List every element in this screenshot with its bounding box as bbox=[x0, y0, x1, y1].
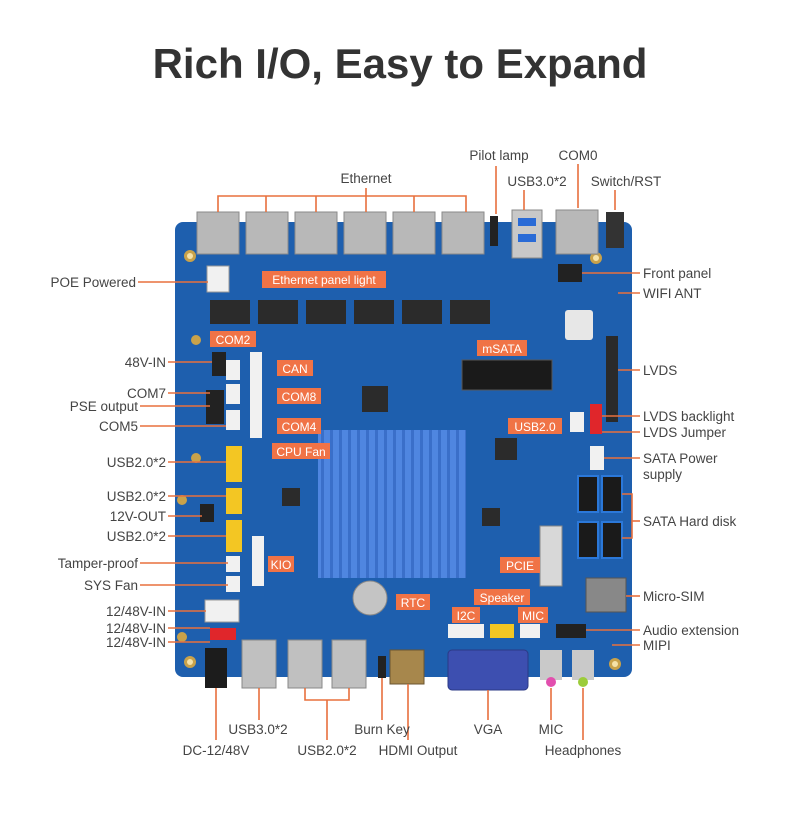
label-headphones: Headphones bbox=[545, 743, 622, 758]
label-ethernet: Ethernet bbox=[340, 171, 391, 186]
svg-text:MIC: MIC bbox=[522, 609, 544, 623]
label-front-panel: Front panel bbox=[643, 266, 711, 281]
onboard-tags: Ethernet panel light COM2 mSATA CAN COM8… bbox=[210, 271, 562, 623]
svg-text:KIO: KIO bbox=[271, 558, 292, 572]
tag-com8: COM8 bbox=[277, 388, 321, 404]
label-hdmi-output: HDMI Output bbox=[379, 743, 458, 758]
label-lvds: LVDS bbox=[643, 363, 677, 378]
label-com5: COM5 bbox=[99, 419, 138, 434]
tag-cpu-fan: CPU Fan bbox=[272, 443, 330, 459]
label-vga: VGA bbox=[474, 722, 503, 737]
label-burn-key: Burn Key bbox=[354, 722, 410, 737]
label-lvds-backlight: LVDS backlight bbox=[643, 409, 735, 424]
svg-text:I2C: I2C bbox=[457, 609, 476, 623]
label-12v-out: 12V-OUT bbox=[110, 509, 166, 524]
tag-usb20: USB2.0 bbox=[508, 418, 562, 434]
tag-kio: KIO bbox=[268, 556, 294, 572]
label-usb20-left-2: USB2.0*2 bbox=[107, 489, 166, 504]
svg-text:CPU Fan: CPU Fan bbox=[276, 445, 325, 459]
svg-text:COM2: COM2 bbox=[216, 333, 251, 347]
ethernet-ports bbox=[196, 211, 485, 255]
label-1248v-in-1: 12/48V-IN bbox=[106, 604, 166, 619]
label-lvds-jumper: LVDS Jumper bbox=[643, 425, 727, 440]
page-title: Rich I/O, Easy to Expand bbox=[152, 40, 648, 87]
tag-speaker: Speaker bbox=[474, 589, 530, 605]
label-usb20-left-1: USB2.0*2 bbox=[107, 455, 166, 470]
label-audio-extension: Audio extension bbox=[643, 623, 739, 638]
label-supply: supply bbox=[643, 467, 682, 482]
label-pse-output: PSE output bbox=[70, 399, 139, 414]
label-micro-sim: Micro-SIM bbox=[643, 589, 705, 604]
svg-text:CAN: CAN bbox=[282, 362, 307, 376]
label-sys-fan: SYS Fan bbox=[84, 578, 138, 593]
svg-text:RTC: RTC bbox=[401, 596, 426, 610]
label-com0: COM0 bbox=[558, 148, 597, 163]
label-sata-power: SATA Power bbox=[643, 451, 718, 466]
label-mipi: MIPI bbox=[643, 638, 671, 653]
tag-msata: mSATA bbox=[477, 340, 527, 356]
label-wifi-ant: WIFI ANT bbox=[643, 286, 702, 301]
svg-text:Speaker: Speaker bbox=[480, 591, 525, 605]
label-usb30-top: USB3.0*2 bbox=[507, 174, 566, 189]
svg-text:USB2.0: USB2.0 bbox=[514, 420, 556, 434]
leader-lines bbox=[138, 164, 640, 740]
svg-text:Ethernet panel light: Ethernet panel light bbox=[272, 273, 376, 287]
label-usb20-bottom: USB2.0*2 bbox=[297, 743, 356, 758]
tag-pcie: PCIE bbox=[500, 557, 540, 573]
tag-rtc: RTC bbox=[396, 594, 430, 610]
label-dc-12-48v: DC-12/48V bbox=[183, 743, 250, 758]
tag-i2c: I2C bbox=[452, 607, 480, 623]
label-48v-in: 48V-IN bbox=[125, 355, 166, 370]
label-1248v-in-2: 12/48V-IN bbox=[106, 621, 166, 636]
label-sata-hard-disk: SATA Hard disk bbox=[643, 514, 737, 529]
label-switch-rst: Switch/RST bbox=[591, 174, 662, 189]
tag-com4: COM4 bbox=[277, 418, 321, 434]
label-com7: COM7 bbox=[127, 386, 166, 401]
svg-text:mSATA: mSATA bbox=[482, 342, 522, 356]
tag-mic: MIC bbox=[518, 607, 548, 623]
label-usb20-left-3: USB2.0*2 bbox=[107, 529, 166, 544]
tag-ethernet-panel-light: Ethernet panel light bbox=[262, 271, 386, 288]
callout-labels: Ethernet Pilot lamp COM0 USB3.0*2 Switch… bbox=[50, 148, 739, 758]
svg-text:COM4: COM4 bbox=[282, 420, 317, 434]
tag-com2: COM2 bbox=[210, 331, 256, 347]
label-1248v-in-3: 12/48V-IN bbox=[106, 635, 166, 650]
label-pilot-lamp: Pilot lamp bbox=[469, 148, 528, 163]
svg-text:COM8: COM8 bbox=[282, 390, 317, 404]
svg-text:PCIE: PCIE bbox=[506, 559, 534, 573]
motherboard bbox=[175, 209, 632, 691]
tag-can: CAN bbox=[277, 360, 313, 376]
label-usb30-bottom: USB3.0*2 bbox=[228, 722, 287, 737]
label-tamper-proof: Tamper-proof bbox=[58, 556, 139, 571]
label-mic-bottom: MIC bbox=[539, 722, 564, 737]
label-poe-powered: POE Powered bbox=[50, 275, 136, 290]
